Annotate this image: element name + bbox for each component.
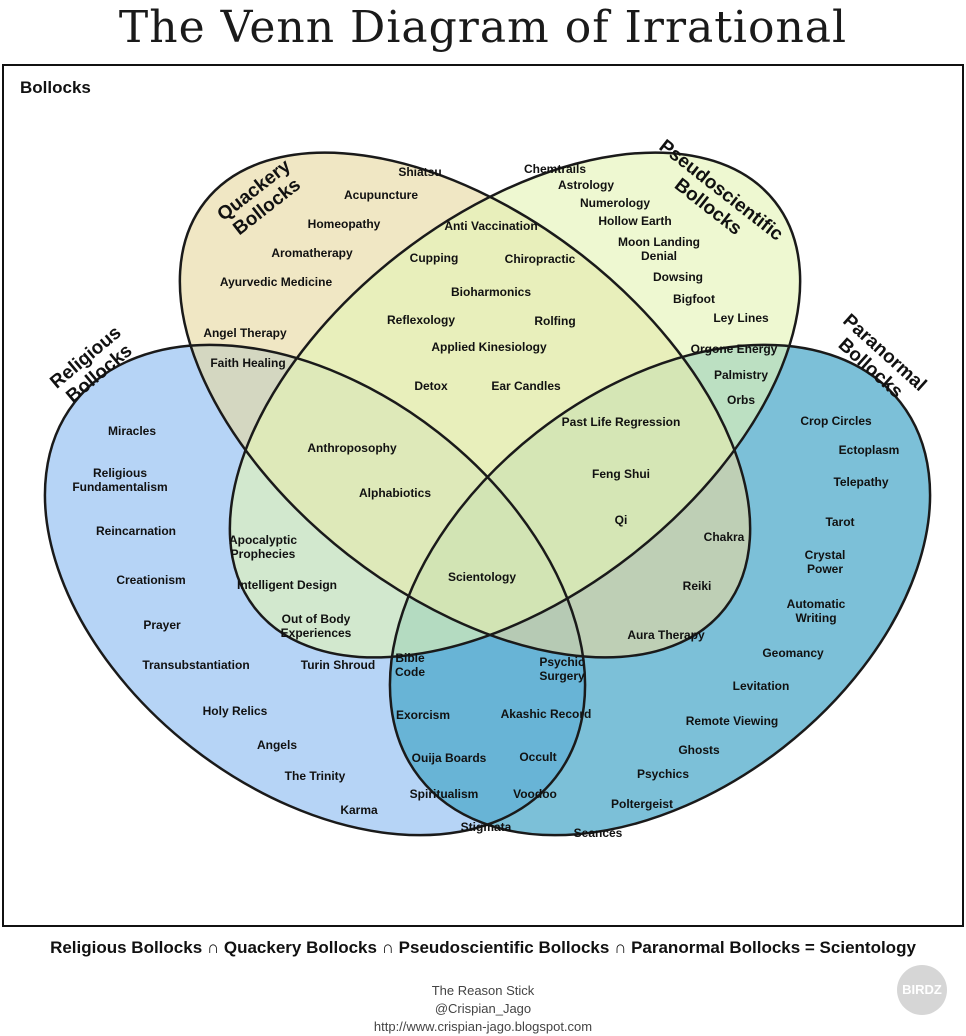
set-member-angel-therapy: Angel Therapy: [203, 326, 287, 340]
set-member-transubstantiation: Transubstantiation: [142, 658, 249, 672]
set-outlines: [43, 151, 932, 837]
set-member-akashic-record: Akashic Record: [501, 707, 592, 721]
set-member-chiropractic: Chiropractic: [505, 252, 576, 266]
set-member-angels: Angels: [257, 738, 297, 752]
set-member-anthroposophy: Anthroposophy: [307, 441, 397, 455]
religious-set-outline: [43, 343, 587, 837]
watermark-badge: BIRDZ: [897, 965, 947, 1015]
set-member-tarot: Tarot: [825, 515, 854, 529]
set-member-reincarnation: Reincarnation: [96, 524, 176, 538]
pseudoscientific-set-outline: [228, 151, 802, 659]
pseudoscientific-set-area: [229, 152, 801, 658]
set-member-ley-lines: Ley Lines: [713, 311, 769, 325]
set-member-levitation: Levitation: [733, 679, 790, 693]
set-member-rolfing: Rolfing: [534, 314, 575, 328]
set-member-orbs: Orbs: [727, 393, 755, 407]
credit-publisher: The Reason Stick: [431, 983, 535, 998]
set-member-miracles: Miracles: [108, 424, 156, 438]
set-member-acupuncture: Acupuncture: [344, 188, 418, 202]
set-member-karma: Karma: [340, 803, 378, 817]
set-member-geomancy: Geomancy: [762, 646, 824, 660]
set-member-anti-vaccination: Anti Vaccination: [444, 219, 537, 233]
set-member-scientology: Scientology: [448, 570, 516, 584]
set-member-dowsing: Dowsing: [653, 270, 703, 284]
intersection-equation: Religious Bollocks ∩ Quackery Bollocks ∩…: [50, 938, 916, 957]
credits: The Reason Stick @Crispian_Jago http://w…: [0, 982, 966, 1036]
set-member-holy-relics: Holy Relics: [203, 704, 268, 718]
set-member-ouija-boards: Ouija Boards: [412, 751, 487, 765]
set-member-chemtrails: Chemtrails: [524, 162, 586, 176]
page-title: The Venn Diagram of Irrational Nonsense: [118, 2, 848, 109]
set-member-ghosts: Ghosts: [678, 743, 720, 757]
set-member-detox: Detox: [414, 379, 448, 393]
set-member-crop-circles: Crop Circles: [800, 414, 872, 428]
set-member-intelligent-design: Intelligent Design: [237, 578, 337, 592]
set-member-qi: Qi: [615, 513, 628, 527]
set-member-the-trinity: The Trinity: [285, 769, 346, 783]
set-member-numerology: Numerology: [580, 196, 650, 210]
set-member-turin-shroud: Turin Shroud: [301, 658, 375, 672]
set-member-aura-therapy: Aura Therapy: [627, 628, 705, 642]
set-member-poltergeist: Poltergeist: [611, 797, 673, 811]
set-member-chakra: Chakra: [704, 530, 745, 544]
set-member-stigmata: Stigmata: [461, 820, 512, 834]
quackery-set-outline: [178, 151, 752, 659]
set-member-past-life-regression: Past Life Regression: [562, 415, 681, 429]
set-member-bigfoot: Bigfoot: [673, 292, 715, 306]
paranormal-set-outline: [388, 343, 932, 837]
set-member-voodoo: Voodoo: [513, 787, 557, 801]
set-ellipses: [44, 152, 931, 836]
set-member-hollow-earth: Hollow Earth: [598, 214, 671, 228]
set-member-faith-healing: Faith Healing: [210, 356, 285, 370]
set-member-reiki: Reiki: [683, 579, 712, 593]
set-members: ShiatsuAcupunctureHomeopathyAromatherapy…: [72, 162, 899, 840]
set-member-seances: Seances: [574, 826, 623, 840]
set-member-ayurvedic-medicine: Ayurvedic Medicine: [220, 275, 333, 289]
set-member-creationism: Creationism: [116, 573, 185, 587]
set-member-shiatsu: Shiatsu: [398, 165, 441, 179]
set-member-reflexology: Reflexology: [387, 313, 455, 327]
set-member-cupping: Cupping: [410, 251, 459, 265]
set-member-spiritualism: Spiritualism: [410, 787, 479, 801]
credit-handle: @Crispian_Jago: [434, 1001, 532, 1016]
set-member-feng-shui: Feng Shui: [592, 467, 650, 481]
universe-label: Bollocks: [20, 78, 91, 97]
set-member-alphabiotics: Alphabiotics: [359, 486, 431, 500]
set-member-psychics: Psychics: [637, 767, 689, 781]
set-member-exorcism: Exorcism: [396, 708, 450, 722]
set-member-occult: Occult: [519, 750, 556, 764]
set-member-astrology: Astrology: [558, 178, 614, 192]
set-member-orgone-energy: Orgone Energy: [691, 342, 778, 356]
credit-url: http://www.crispian-jago.blogspot.com: [373, 1019, 593, 1034]
set-member-bioharmonics: Bioharmonics: [451, 285, 531, 299]
set-member-palmistry: Palmistry: [714, 368, 768, 382]
set-member-ear-candles: Ear Candles: [491, 379, 561, 393]
set-member-aromatherapy: Aromatherapy: [271, 246, 353, 260]
set-member-ectoplasm: Ectoplasm: [839, 443, 900, 457]
set-member-prayer: Prayer: [143, 618, 181, 632]
set-member-telepathy: Telepathy: [833, 475, 888, 489]
set-member-homeopathy: Homeopathy: [308, 217, 381, 231]
set-member-remote-viewing: Remote Viewing: [686, 714, 778, 728]
set-member-applied-kinesiology: Applied Kinesiology: [431, 340, 547, 354]
